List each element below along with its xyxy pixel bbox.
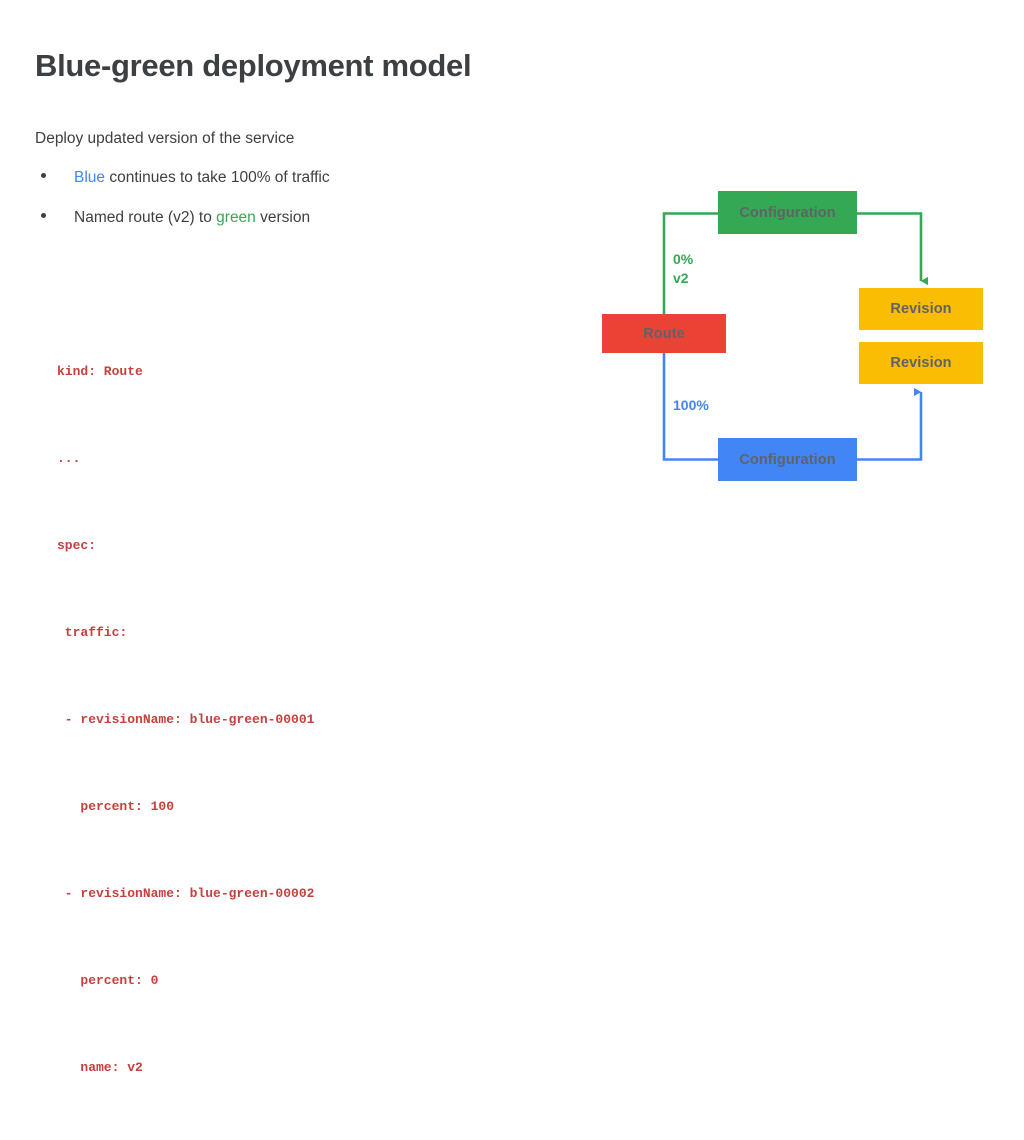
edge-config-green-to-revision	[857, 212, 929, 286]
bullet-rest-2: version	[255, 209, 311, 226]
bullet-pre-2: Named route (v2) to	[74, 209, 217, 226]
edge-label-blue-traffic: 100%	[673, 397, 709, 413]
list-item: Named route (v2) to green version	[41, 209, 471, 249]
bullet-dot-icon	[41, 173, 46, 178]
node-route[interactable]: Route	[602, 314, 726, 353]
node-label: Configuration	[739, 451, 836, 468]
code-line: kind: Route	[57, 364, 143, 379]
bullet-list: Blue continues to take 100% of traffic N…	[41, 169, 471, 249]
code-line: traffic:	[57, 625, 128, 640]
node-configuration-green[interactable]: Configuration	[718, 191, 857, 234]
node-label: Route	[643, 325, 685, 342]
node-revision-top[interactable]: Revision	[859, 288, 983, 330]
code-line: percent: 100	[57, 799, 175, 814]
code-line: name: v2	[57, 1060, 143, 1075]
node-label: Revision	[890, 355, 952, 371]
code-line: spec:	[57, 538, 97, 553]
bullet-item-text: Named route (v2) to green version	[74, 209, 310, 227]
bullet-dot-icon	[41, 213, 46, 218]
bullet-item-text: Blue continues to take 100% of traffic	[74, 169, 330, 187]
bullet-rest-1: continues to take 100% of traffic	[105, 169, 330, 186]
code-block: kind: Route ... spec: traffic: - revisio…	[57, 299, 314, 1140]
edge-config-blue-to-revision	[857, 387, 923, 461]
page-title: Blue-green deployment model	[35, 48, 472, 83]
node-label: Revision	[890, 301, 952, 317]
slide-root: Blue-green deployment model Deploy updat…	[35, 48, 983, 1075]
code-line: ...	[57, 451, 81, 466]
code-line: - revisionName: blue-green-00001	[57, 712, 315, 727]
node-revision-bottom[interactable]: Revision	[859, 342, 983, 384]
bullet-accent-green: green	[216, 209, 256, 226]
subtitle: Deploy updated version of the service	[35, 130, 295, 147]
code-line: percent: 0	[57, 973, 159, 988]
node-configuration-blue[interactable]: Configuration	[718, 438, 857, 481]
edge-label-green-traffic: 0% v2	[673, 251, 694, 286]
node-label: Configuration	[739, 204, 836, 221]
list-item: Blue continues to take 100% of traffic	[41, 169, 471, 209]
code-line: - revisionName: blue-green-00002	[57, 886, 315, 901]
bullet-accent-blue: Blue	[74, 169, 106, 186]
